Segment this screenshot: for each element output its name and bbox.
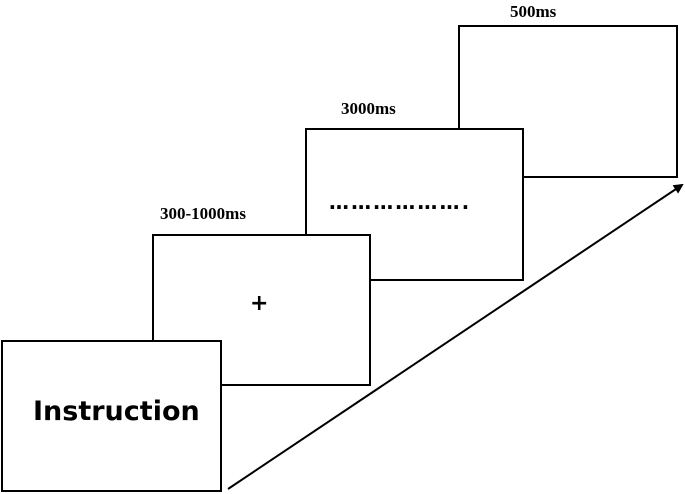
dots-stimulus: ……………….: [329, 190, 472, 214]
fixation-cross: +: [250, 291, 269, 316]
duration-label-blank: 500ms: [510, 2, 557, 21]
instruction-screen: Instruction: [1, 340, 222, 492]
duration-label-dots: 3000ms: [341, 99, 396, 118]
time-arrow-line: [227, 183, 684, 490]
duration-label-fixation: 300-1000ms: [160, 204, 246, 223]
instruction-text: Instruction: [33, 396, 200, 427]
